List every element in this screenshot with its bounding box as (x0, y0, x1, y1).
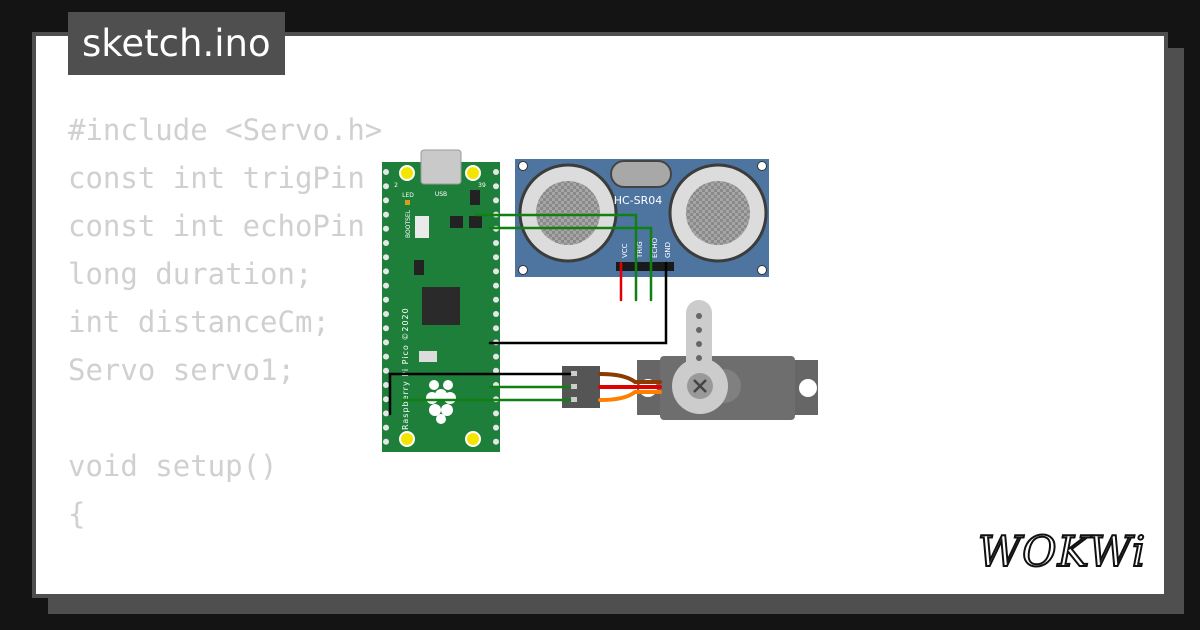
pico-pin (493, 311, 499, 317)
code-line: #include <Servo.h> (68, 113, 383, 147)
pico-pin-headers (383, 169, 499, 445)
sensor-model-label: HC-SR04 (614, 194, 663, 207)
pico-pin (383, 254, 389, 261)
pico-pin (493, 367, 499, 374)
mount-hole (518, 161, 528, 171)
pico-pin (383, 282, 389, 289)
pico-pin (383, 382, 389, 388)
raspberry-pi-pico[interactable]: USB 2 39 LED BOOTSEL Raspberry Pi Pico ©… (382, 149, 500, 452)
code-line: int distanceCm; (68, 305, 330, 339)
wire-trig (474, 213, 638, 302)
chip-small (469, 216, 482, 228)
transducer-mesh (536, 181, 600, 245)
servo-wire-orange (598, 390, 662, 402)
sensor-pin-header (616, 262, 674, 271)
pico-pin (493, 438, 499, 445)
bootsel-label: BOOTSEL (405, 209, 412, 238)
pico-pin (493, 183, 499, 190)
pico-pin (383, 396, 389, 403)
wire-servo-gnd (388, 372, 572, 416)
pico-pin (383, 438, 389, 445)
pico-pin (493, 325, 499, 332)
board-silkscreen: Raspberry Pi Pico ©2020 (401, 307, 410, 430)
code-line: void setup() (68, 449, 278, 483)
chip-small (414, 260, 424, 275)
wokwi-logo[interactable]: WOKWi (976, 526, 1151, 576)
project-card[interactable]: #include <Servo.h>const int trigPin = 2;… (32, 32, 1168, 598)
pico-pin (383, 197, 389, 204)
pin-label-trig: TRIG (636, 241, 644, 259)
pico-pin (493, 197, 499, 204)
pico-pin (383, 325, 389, 332)
pin-label-echo: ECHO (651, 237, 659, 258)
pico-pin (383, 296, 389, 303)
mount-hole (799, 379, 817, 397)
horn-hole (696, 313, 702, 319)
pico-pin (383, 240, 389, 246)
pico-pin (493, 282, 499, 289)
pin-label-39: 39 (478, 182, 486, 189)
wokwi-logo-text: WOKWi (978, 527, 1146, 576)
wire-gnd (488, 261, 668, 345)
pico-pin (493, 410, 499, 417)
flash-chip (419, 351, 437, 362)
mount-hole (757, 161, 767, 171)
servo-wire-brown (598, 372, 662, 384)
pico-pin (383, 339, 389, 346)
bootsel-button-icon (415, 216, 429, 238)
hc-sr04-sensor[interactable]: HC-SR04 VCC TRIG ECHO GND (515, 159, 769, 277)
pico-pin (493, 169, 499, 175)
transducer-mesh (686, 181, 750, 245)
pico-pin (383, 225, 389, 232)
led-label: LED (402, 192, 414, 199)
pico-pin (383, 211, 389, 218)
pico-pin (493, 353, 499, 360)
mount-hole (465, 165, 481, 181)
pico-pin (383, 410, 389, 417)
mount-hole (465, 431, 481, 447)
chip-small (450, 216, 463, 228)
connector-pin (571, 371, 577, 376)
code-line: Servo servo1; (68, 353, 295, 387)
mount-hole (757, 265, 767, 275)
pin-label-gnd: GND (664, 242, 672, 258)
file-tab[interactable]: sketch.ino (68, 12, 285, 75)
mount-hole (399, 165, 415, 181)
crystal-oscillator (610, 160, 672, 188)
pico-pin (383, 424, 389, 431)
mount-hole (399, 431, 415, 447)
wire-echo (488, 226, 653, 302)
pico-pin (493, 268, 499, 275)
pico-pin (493, 254, 499, 261)
horn-hole (696, 355, 702, 361)
pico-pin (383, 353, 389, 360)
mount-hole (518, 265, 528, 275)
wires (388, 213, 668, 416)
pico-pin (493, 424, 499, 431)
pico-pin (383, 268, 389, 275)
onboard-led (405, 200, 410, 205)
screw-icon (693, 379, 707, 393)
pico-pin (493, 240, 499, 246)
pin-label-1: 2 (394, 182, 398, 189)
chip-small (470, 190, 480, 205)
connector-pin (571, 384, 577, 389)
usb-label: USB (435, 191, 447, 198)
horn-hole (696, 341, 702, 347)
pico-pin (383, 367, 389, 374)
pico-pin (493, 296, 499, 303)
pico-pin (383, 183, 389, 190)
pin-label-vcc: VCC (621, 243, 629, 258)
code-line: long duration; (68, 257, 313, 291)
code-line: Serial1.begin(115200); (68, 586, 487, 594)
rp2040-chip (422, 287, 460, 325)
horn-hole (696, 327, 702, 333)
usb-connector (420, 149, 462, 185)
code-line: { (68, 497, 86, 531)
pico-pin (383, 169, 389, 175)
servo-motor[interactable] (562, 300, 818, 420)
pico-pin (383, 311, 389, 317)
connector-pin (571, 397, 577, 402)
